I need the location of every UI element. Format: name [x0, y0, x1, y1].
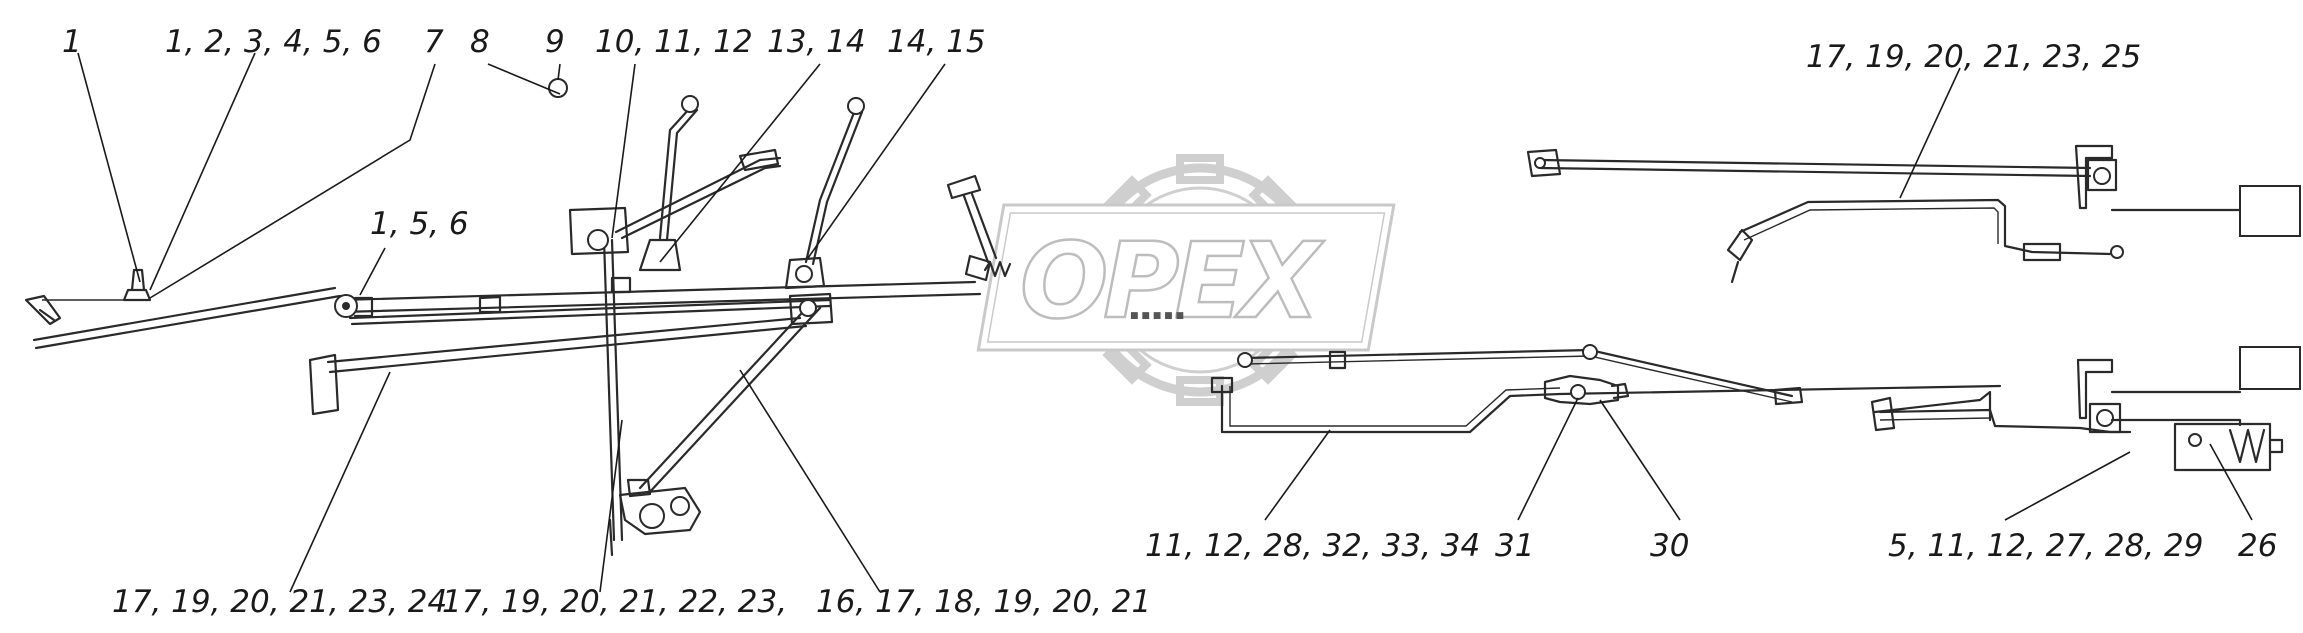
pedal [946, 174, 982, 200]
line-fitting-left [1237, 352, 1253, 368]
callout-1-5-6: 1, 5, 6 [370, 206, 469, 242]
rod-clevis [1526, 148, 1562, 178]
watermark: OPEX ■ ■ ■ ■ ■ [976, 154, 1396, 406]
callout-16-21: 16, 17, 18, 19, 20, 21 [816, 584, 1151, 620]
upper-rod [338, 280, 982, 314]
knob-right [2110, 245, 2124, 259]
callout-31: 31 [1495, 528, 1534, 564]
mechanism-box [568, 206, 630, 256]
right-top-assembly [1526, 144, 2301, 284]
watermark-text: OPEX [1020, 220, 1325, 342]
vertical-rod-bottom [608, 518, 614, 557]
lever-knob-2 [847, 97, 865, 115]
line-coupler [2022, 242, 2062, 262]
bracket [122, 268, 152, 302]
lever-handle-1 [658, 106, 699, 242]
cross-arm [614, 156, 782, 240]
block-right-top [2239, 185, 2301, 237]
callout-7: 7 [424, 24, 444, 60]
callout-17-24: 17, 19, 20, 21, 23, 24 [112, 584, 447, 620]
callout-13-14: 13, 14 [767, 24, 866, 60]
watermark-small-marks: ■ ■ ■ ■ ■ [1130, 311, 1184, 321]
callout-1: 1 [62, 24, 82, 60]
line-end-fitting [1726, 228, 1754, 262]
bottom-bracket [618, 486, 702, 536]
curved-line [1738, 198, 2112, 256]
right-lower-rod [1878, 408, 2132, 434]
callout-10-12: 10, 11, 12 [595, 24, 753, 60]
left-linkage-assembly [24, 78, 1012, 557]
center-joint [788, 292, 834, 326]
knob-9 [548, 78, 568, 98]
callout-8: 8 [470, 24, 490, 60]
valve-assembly [1543, 374, 1620, 406]
lever-base-cone [638, 238, 682, 272]
diagonal-rod-long [326, 316, 808, 374]
lever-knob-1 [681, 95, 699, 113]
lower-pipe-end [308, 353, 340, 416]
bracket-right-top [2074, 144, 2114, 210]
diagonal-brace [638, 300, 822, 496]
block-right-lower [2239, 346, 2301, 390]
pedal-arm [962, 192, 998, 264]
middle-line-assembly [1210, 344, 2002, 434]
watermark-frame [976, 203, 1396, 352]
end-fitting-left [24, 294, 62, 326]
top-rod [1538, 158, 2092, 178]
callout-9: 9 [545, 24, 565, 60]
callout-30: 30 [1650, 528, 1689, 564]
callout-11-34: 11, 12, 28, 32, 33, 34 [1145, 528, 1480, 564]
callout-5-29: 5, 11, 12, 27, 28, 29 [1888, 528, 2204, 564]
lower-line [1220, 384, 2002, 434]
line-connector-1 [1328, 350, 1347, 370]
line-fitting-right [1582, 344, 1598, 360]
right-lower-line [1873, 390, 1992, 422]
callout-26: 26 [2238, 528, 2277, 564]
cylinder-26 [2173, 422, 2272, 472]
lower-rod [32, 286, 342, 350]
bracket-right-lower [2076, 358, 2114, 420]
leader-lines [77, 52, 2253, 593]
callout-14-15: 14, 15 [887, 24, 986, 60]
lever-handle-2 [804, 108, 864, 266]
callout-17-25: 17, 19, 20, 21, 23, 25 [1806, 39, 2141, 75]
tee-fitting [1210, 376, 1234, 394]
callout-1-6: 1, 2, 3, 4, 5, 6 [165, 24, 382, 60]
callout-17-23: 17, 19, 20, 21, 22, 23, [442, 584, 787, 620]
right-bottom-assembly [1870, 346, 2301, 472]
watermark-frame-inner [986, 212, 1386, 343]
middle-rod [348, 298, 832, 326]
callout-labels: 1 1, 2, 3, 4, 5, 6 7 8 9 10, 11, 12 13, … [62, 24, 2277, 620]
lever-boot [784, 256, 826, 290]
